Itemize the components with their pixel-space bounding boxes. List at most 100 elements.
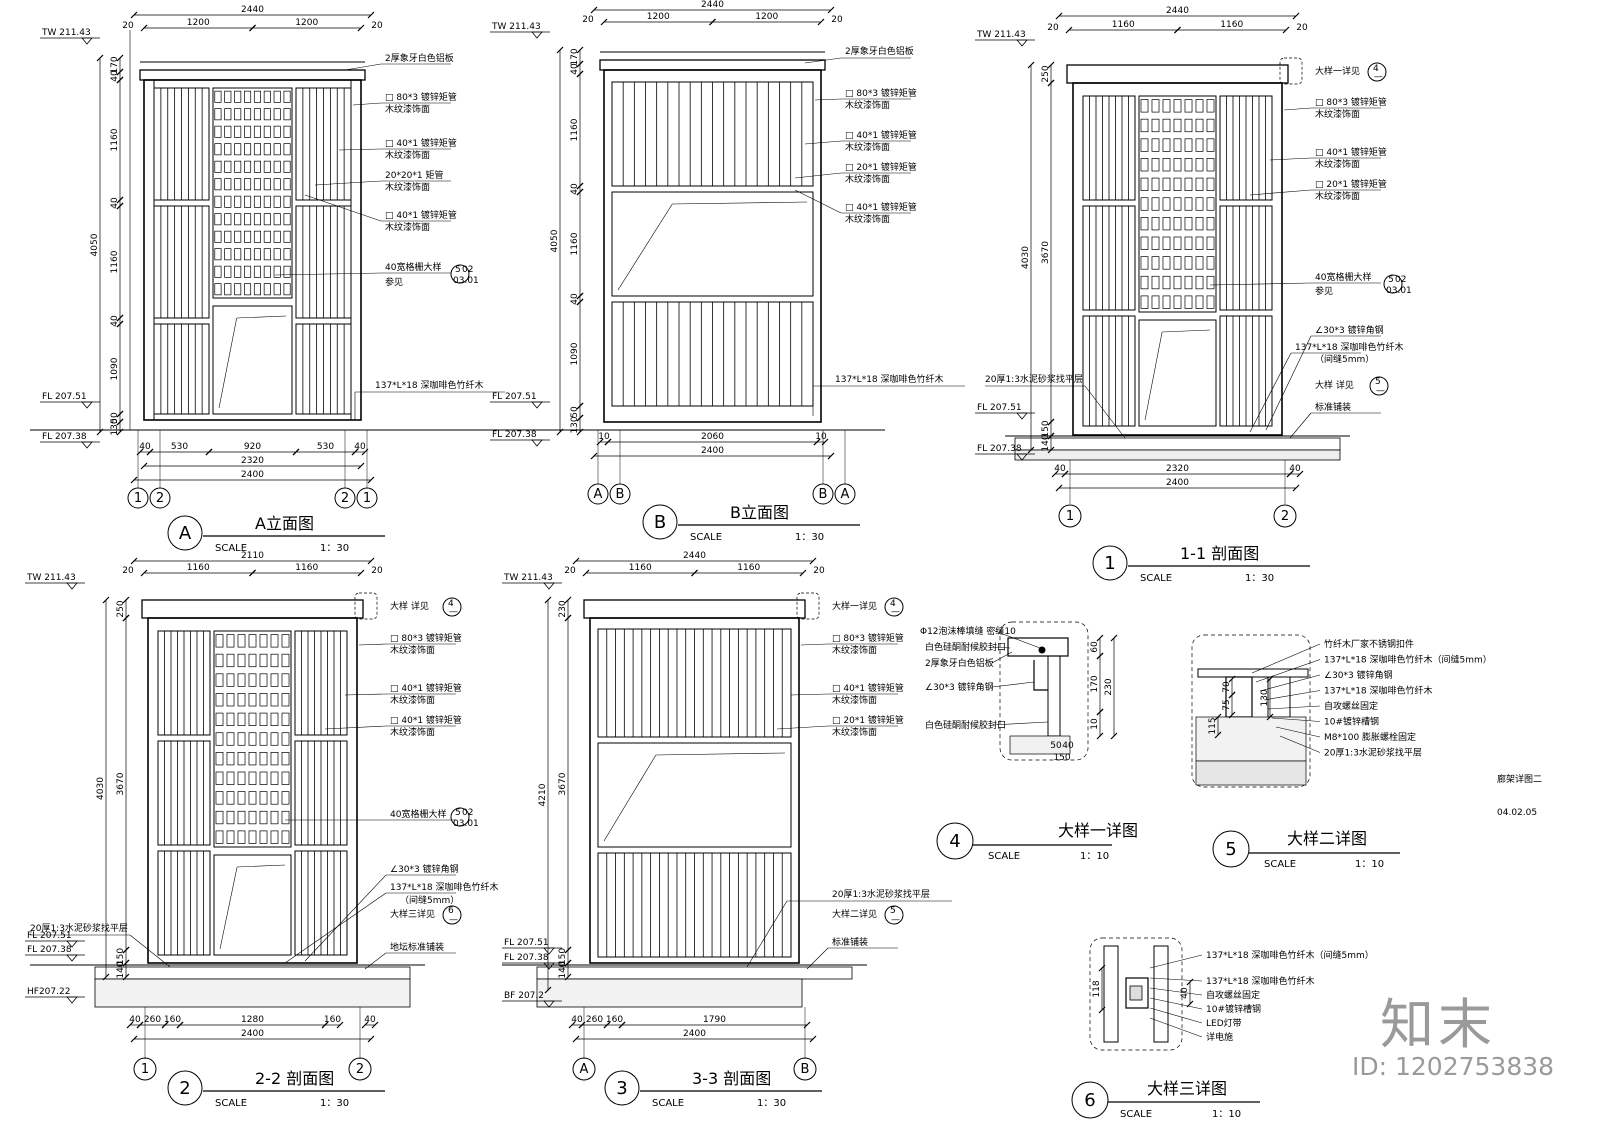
dimension-text: 1160 xyxy=(1112,20,1135,30)
dimension-tick xyxy=(1282,26,1290,34)
led-strip xyxy=(1129,985,1143,1001)
lattice-cell xyxy=(248,712,257,726)
lattice-cell xyxy=(253,265,261,278)
dimension-tick xyxy=(1292,484,1300,492)
leader-line xyxy=(746,900,788,968)
dimension-text: 40 xyxy=(571,1015,583,1025)
dimension-text: 230 xyxy=(1104,678,1114,695)
detail-callout-box xyxy=(1279,57,1303,85)
dimension-tick xyxy=(1055,484,1063,492)
lattice-cell xyxy=(237,771,246,785)
level-text: HF207.22 xyxy=(27,987,70,997)
lattice-cell xyxy=(273,90,281,103)
leader-line xyxy=(794,189,842,214)
dimension-tick xyxy=(361,1021,369,1029)
lattice-cell xyxy=(283,90,291,103)
dimension-text: 2320 xyxy=(1166,464,1189,474)
detail-number: 4 xyxy=(448,599,454,609)
leader-line xyxy=(1289,412,1312,439)
scale-value: 1：30 xyxy=(320,543,349,554)
lattice-cell xyxy=(283,178,291,191)
leader-line xyxy=(1149,997,1203,1010)
lattice-cell xyxy=(1162,236,1171,250)
dimension-tick xyxy=(357,462,365,470)
side-post xyxy=(350,79,362,421)
lattice-cell xyxy=(270,653,279,668)
lattice-cell xyxy=(1140,99,1149,113)
lattice-cell xyxy=(273,108,281,121)
note-text: □ 40*1 镀锌矩管 xyxy=(390,714,462,726)
view-marker-label: 2 xyxy=(179,1078,190,1099)
lattice-cell xyxy=(214,160,222,173)
axis-marker-label: B xyxy=(801,1062,810,1077)
dimension-tick xyxy=(116,320,124,328)
detail-number: 4 xyxy=(1373,64,1379,74)
lattice-cell xyxy=(226,752,235,766)
lattice-cell xyxy=(215,634,224,648)
axis-marker-label: 2 xyxy=(156,491,164,506)
top-cap xyxy=(141,599,364,619)
lattice-cell xyxy=(273,195,281,208)
dimension-text: 150 xyxy=(1041,420,1051,437)
dimension-tick xyxy=(130,557,138,565)
detail-sheet: — xyxy=(1374,72,1383,82)
dimension-text: 920 xyxy=(244,442,261,452)
lattice-cell xyxy=(263,108,271,121)
view-marker-circle xyxy=(642,504,678,540)
dimension-tick xyxy=(564,596,572,604)
dimension-tick xyxy=(130,476,138,484)
dimension-text: 115 xyxy=(1208,717,1218,734)
lattice-cell xyxy=(281,712,290,726)
level-text: TW 211.43 xyxy=(26,573,76,583)
glass-reflection-line xyxy=(1144,331,1163,421)
lattice-cell xyxy=(234,160,242,173)
axis-marker-label: B xyxy=(819,487,828,502)
dimension-tick xyxy=(116,428,124,436)
lattice-cell xyxy=(226,732,235,746)
dimension-tick xyxy=(618,1021,626,1029)
dimension-text: 160 xyxy=(324,1015,341,1025)
glass-pane xyxy=(212,305,293,415)
lattice-cell xyxy=(270,791,279,805)
lattice-cell xyxy=(281,634,290,648)
scale-label: SCALE xyxy=(215,543,247,554)
lattice-cell xyxy=(214,108,222,121)
lattice-cell xyxy=(273,160,281,173)
level-text: TW 211.43 xyxy=(41,28,91,38)
lattice-cell xyxy=(253,90,261,103)
level-text: FL 207.38 xyxy=(42,432,87,442)
dimension-text: 3670 xyxy=(116,772,126,795)
lattice-cell xyxy=(270,673,279,687)
dimension-tick xyxy=(146,448,154,456)
lattice-cell xyxy=(248,791,257,805)
scale-label: SCALE xyxy=(1120,1109,1152,1120)
dimension-tick xyxy=(576,188,584,196)
lattice-cell xyxy=(259,673,268,687)
lattice-cell xyxy=(224,195,232,208)
dimension-tick xyxy=(249,24,256,32)
level-symbol xyxy=(66,940,78,948)
lattice-cell xyxy=(244,213,252,226)
lattice-cell xyxy=(214,230,222,243)
lattice-cell xyxy=(1195,177,1204,191)
leader-line xyxy=(314,180,382,186)
lattice-cell xyxy=(237,830,246,844)
lattice-cell xyxy=(1195,158,1204,172)
detail-marker-circle xyxy=(1212,830,1250,868)
glass-reflection-line xyxy=(218,317,237,409)
note-text: 木纹漆饰面 xyxy=(845,213,890,225)
scale-value: 1：10 xyxy=(1355,859,1384,870)
dimension-text: 1160 xyxy=(570,118,580,141)
lattice-cell xyxy=(1195,217,1204,231)
axis-marker-circle xyxy=(587,483,609,505)
dimension-text: 20 xyxy=(371,566,383,576)
note-text: 2厚象牙白色铝板 xyxy=(925,657,994,669)
level-text: FL 207.51 xyxy=(504,938,549,948)
detail-boundary xyxy=(999,621,1089,761)
dimension-tick xyxy=(140,462,148,470)
level-symbol xyxy=(531,401,543,409)
lattice-cell xyxy=(1140,158,1149,172)
dimension-text: 1160 xyxy=(570,232,580,255)
axis-marker-label: B xyxy=(616,487,625,502)
lattice-cell xyxy=(283,108,291,121)
